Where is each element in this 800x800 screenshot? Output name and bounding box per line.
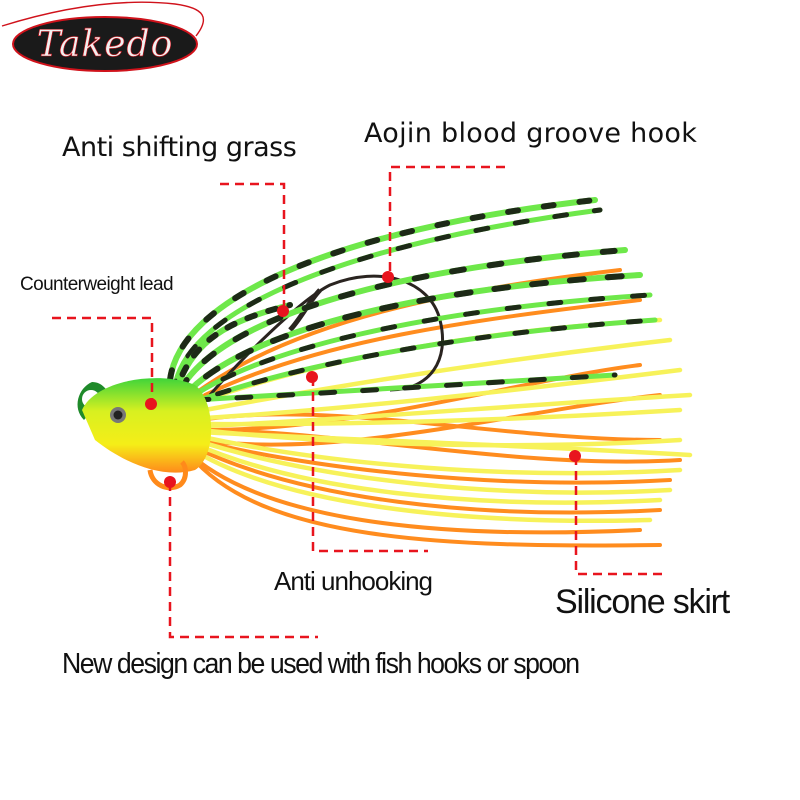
label-anti-unhooking: Anti unhooking xyxy=(274,566,433,596)
label-silicone-skirt: Silicone skirt xyxy=(555,583,730,621)
skirt-yellow-strands xyxy=(187,317,693,523)
logo-text: Takedo xyxy=(37,24,174,65)
silicone-skirt-dot xyxy=(569,450,581,462)
label-counterweight-lead: Counterweight lead xyxy=(20,274,174,295)
annotation-lines xyxy=(52,165,668,639)
annotation-dots xyxy=(145,271,581,488)
label-new-design: New design can be used with fish hooks o… xyxy=(62,648,580,680)
label-aojin-blood-groove-hook: Aojin blood groove hook xyxy=(364,118,698,149)
anti-unhooking-dot xyxy=(306,371,318,383)
label-anti-shifting-grass: Anti shifting grass xyxy=(62,132,297,163)
jig-head xyxy=(77,378,212,491)
skirt-green-strands xyxy=(167,197,658,405)
counterweight-lead-dot xyxy=(145,398,157,410)
anti-shifting-grass-dot xyxy=(277,305,289,317)
aojin-hook-dot xyxy=(382,271,394,283)
takedo-logo: Takedo xyxy=(1,1,205,72)
new-design-dot xyxy=(164,476,176,488)
